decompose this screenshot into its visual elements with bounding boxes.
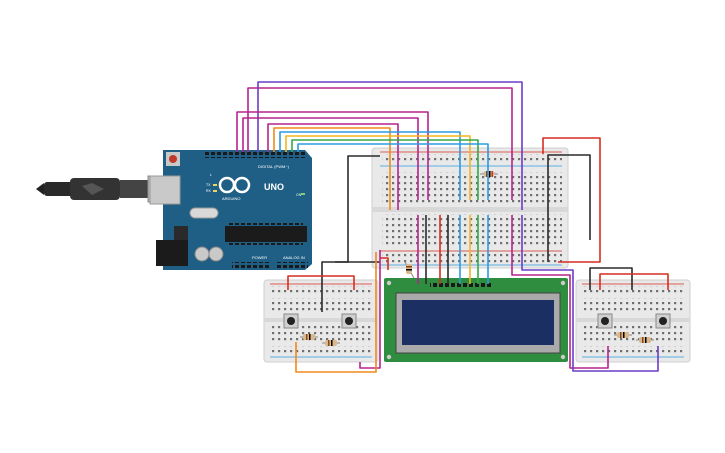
digital-header — [204, 152, 306, 158]
arduino-logo: ARDUINO — [218, 176, 251, 201]
wire — [285, 135, 471, 200]
lcd-pin-header — [430, 283, 492, 288]
wire — [542, 137, 601, 263]
capacitor — [194, 246, 210, 262]
resistor — [614, 332, 632, 338]
power-jack — [156, 240, 188, 266]
lcd-screen — [402, 300, 554, 345]
wire — [511, 215, 609, 369]
wire — [599, 273, 669, 290]
atmega-chip — [225, 226, 307, 242]
wire — [273, 127, 391, 210]
main-breadboard — [371, 147, 569, 281]
wire — [547, 154, 591, 262]
wire — [236, 111, 429, 200]
wires — [236, 81, 669, 373]
wire — [359, 250, 381, 369]
pushbutton[interactable] — [597, 313, 613, 329]
digital-label: DIGITAL (PWM~) — [258, 164, 290, 169]
resistor — [322, 340, 340, 346]
usb-cable — [36, 175, 169, 203]
l-label: L — [210, 173, 212, 177]
wire — [247, 87, 513, 200]
crystal — [189, 207, 219, 219]
wire — [287, 275, 355, 290]
right-button-breadboard — [575, 279, 691, 363]
power-label: POWER — [252, 255, 267, 260]
arduino-logo-text: ARDUINO — [222, 196, 240, 201]
analog-label: ANALOG IN — [283, 255, 305, 260]
resistor — [636, 337, 654, 343]
pushbutton[interactable] — [283, 313, 299, 329]
wire — [242, 117, 419, 200]
capacitor — [208, 246, 224, 262]
power-header — [232, 262, 270, 268]
usb-symbol-icon — [82, 183, 104, 195]
wire — [521, 215, 659, 372]
wire — [380, 257, 389, 270]
pushbutton[interactable] — [341, 313, 357, 329]
analog-header — [276, 262, 308, 268]
wire — [295, 252, 377, 373]
arduino-uno: ARDUINO UNO DIGITAL (PWM~) TX RX L ON PO… — [149, 150, 312, 270]
wire — [257, 81, 523, 210]
tx-label: TX — [206, 183, 211, 187]
wire — [279, 131, 461, 200]
wire — [321, 261, 380, 290]
on-label: ON — [296, 193, 302, 197]
wire — [267, 123, 399, 210]
wire — [589, 267, 633, 290]
resistor — [480, 171, 498, 177]
pushbutton[interactable] — [655, 313, 671, 329]
resistor — [404, 261, 416, 281]
left-button-breadboard — [263, 279, 379, 363]
wire — [291, 139, 479, 200]
wire — [297, 143, 489, 200]
rx-label: RX — [206, 189, 212, 193]
resistor — [300, 334, 318, 340]
board-model: UNO — [264, 182, 284, 192]
usb-jack — [149, 175, 181, 205]
lcd-16x2 — [384, 278, 568, 362]
